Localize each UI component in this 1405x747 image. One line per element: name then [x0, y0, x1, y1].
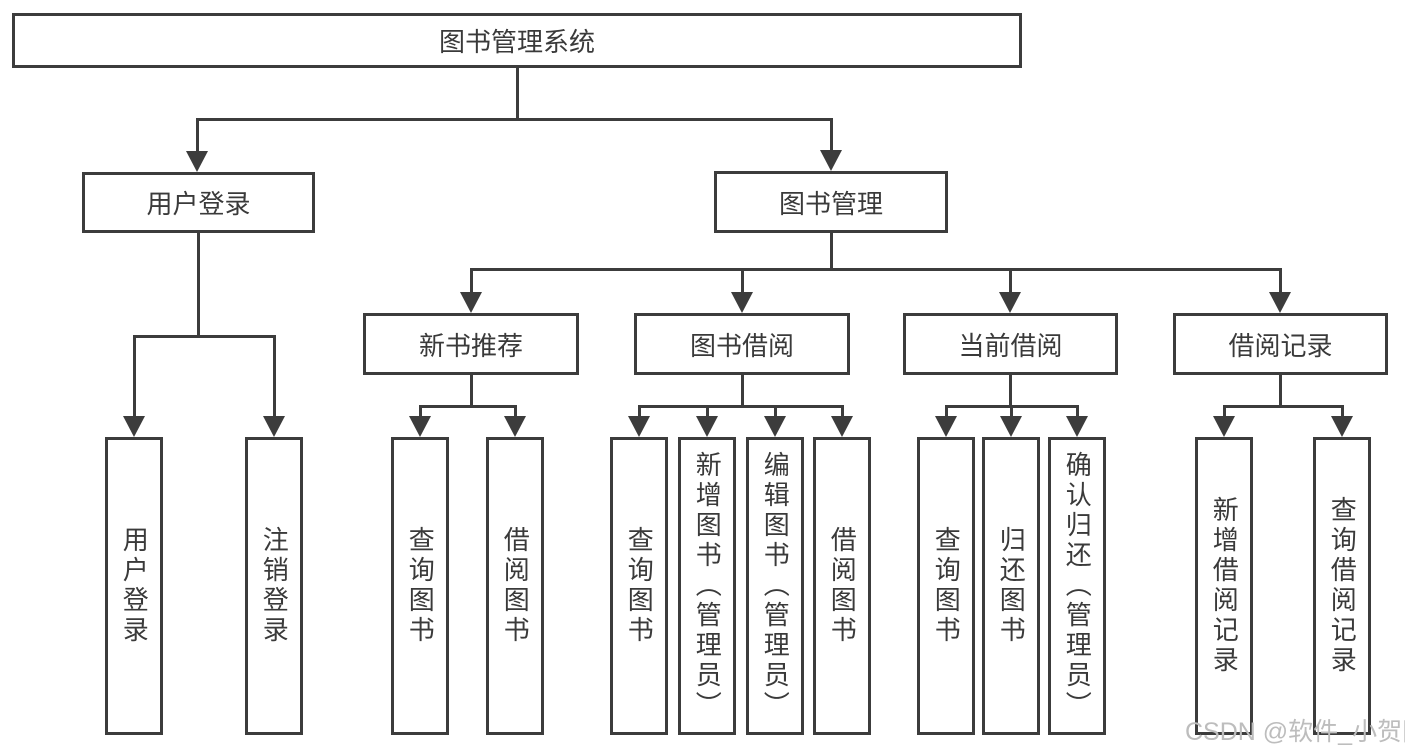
arrow-down-icon — [696, 416, 718, 437]
leaf-label: 借阅图书 — [500, 526, 531, 646]
connector — [1223, 405, 1226, 419]
leaf-label: 查询图书 — [931, 526, 962, 646]
connector — [419, 405, 517, 408]
connector — [1279, 268, 1282, 296]
arrow-down-icon — [731, 292, 753, 313]
arrow-down-icon — [123, 416, 145, 437]
connector — [830, 118, 833, 154]
leaf-label: 查询借阅记录 — [1327, 496, 1358, 676]
connector — [706, 405, 709, 419]
connector — [470, 268, 1282, 271]
arrow-down-icon — [409, 416, 431, 437]
connector — [470, 268, 473, 296]
leaf-label: 编辑图书（管理员） — [760, 451, 791, 721]
arrow-down-icon — [820, 150, 842, 171]
connector — [1341, 405, 1344, 419]
arrow-down-icon — [263, 416, 285, 437]
arrow-down-icon — [504, 416, 526, 437]
arrow-down-icon — [1269, 292, 1291, 313]
leaf-user-login: 用户登录 — [105, 437, 163, 735]
connector — [741, 375, 744, 408]
connector — [196, 118, 199, 154]
leaf-query-books-recommend: 查询图书 — [391, 437, 449, 735]
connector — [197, 233, 200, 338]
leaf-label: 用户登录 — [119, 526, 150, 646]
connector — [516, 68, 519, 121]
leaf-label: 确认归还（管理员） — [1062, 451, 1093, 721]
node-borrow-records-label: 借阅记录 — [1228, 330, 1333, 361]
connector — [945, 405, 948, 419]
node-root-label: 图书管理系统 — [438, 27, 595, 57]
connector — [1009, 375, 1012, 408]
connector — [774, 405, 777, 419]
node-user-login: 用户登录 — [82, 172, 315, 233]
node-book-borrow: 图书借阅 — [634, 313, 850, 375]
node-book-management-label: 图书管理 — [778, 188, 883, 219]
connector — [1010, 405, 1013, 419]
connector — [841, 405, 844, 419]
connector — [514, 405, 517, 419]
arrow-down-icon — [1213, 416, 1235, 437]
arrow-down-icon — [460, 292, 482, 313]
arrow-down-icon — [999, 292, 1021, 313]
arrow-down-icon — [1000, 416, 1022, 437]
connector — [1009, 268, 1012, 296]
connector — [1223, 405, 1343, 408]
node-book-management: 图书管理 — [714, 171, 948, 233]
leaf-add-books-admin: 新增图书（管理员） — [678, 437, 736, 735]
arrow-down-icon — [764, 416, 786, 437]
connector — [741, 268, 744, 296]
connector — [196, 118, 833, 121]
connector — [133, 335, 136, 417]
leaf-query-books-borrow: 查询图书 — [610, 437, 668, 735]
leaf-query-books-current: 查询图书 — [917, 437, 975, 735]
leaf-confirm-return-admin: 确认归还（管理员） — [1048, 437, 1106, 735]
connector — [1279, 375, 1282, 408]
leaf-label: 注销登录 — [259, 526, 290, 646]
arrow-down-icon — [1331, 416, 1353, 437]
arrow-down-icon — [186, 151, 208, 172]
arrow-down-icon — [628, 416, 650, 437]
leaf-label: 查询图书 — [624, 526, 655, 646]
leaf-edit-books-admin: 编辑图书（管理员） — [746, 437, 804, 735]
connector — [273, 335, 276, 417]
leaf-return-books: 归还图书 — [982, 437, 1040, 735]
leaf-label: 新增图书（管理员） — [692, 451, 723, 721]
arrow-down-icon — [935, 416, 957, 437]
leaf-label: 新增借阅记录 — [1209, 496, 1240, 676]
leaf-borrow-books-recommend: 借阅图书 — [486, 437, 544, 735]
connector — [133, 335, 276, 338]
arrow-down-icon — [831, 416, 853, 437]
leaf-query-borrow-record: 查询借阅记录 — [1313, 437, 1371, 735]
node-new-book-recommend-label: 新书推荐 — [418, 330, 523, 361]
connector — [419, 405, 422, 419]
leaf-borrow-books: 借阅图书 — [813, 437, 871, 735]
node-book-borrow-label: 图书借阅 — [689, 330, 794, 361]
node-new-book-recommend: 新书推荐 — [363, 313, 579, 375]
connector — [1076, 405, 1079, 419]
leaf-logout: 注销登录 — [245, 437, 303, 735]
node-current-borrow-label: 当前借阅 — [958, 330, 1063, 361]
leaf-label: 归还图书 — [996, 526, 1027, 646]
connector — [470, 375, 473, 408]
arrow-down-icon — [1066, 416, 1088, 437]
connector — [638, 405, 843, 408]
node-root: 图书管理系统 — [12, 13, 1022, 68]
node-current-borrow: 当前借阅 — [903, 313, 1118, 375]
node-user-login-label: 用户登录 — [146, 189, 251, 219]
node-borrow-records: 借阅记录 — [1173, 313, 1388, 375]
csdn-watermark: CSDN @软件_小贺同学 — [1185, 718, 1405, 746]
leaf-label: 查询图书 — [405, 526, 436, 646]
leaf-label: 借阅图书 — [827, 526, 858, 646]
connector — [830, 233, 833, 271]
connector — [638, 405, 641, 419]
leaf-add-borrow-record: 新增借阅记录 — [1195, 437, 1253, 735]
